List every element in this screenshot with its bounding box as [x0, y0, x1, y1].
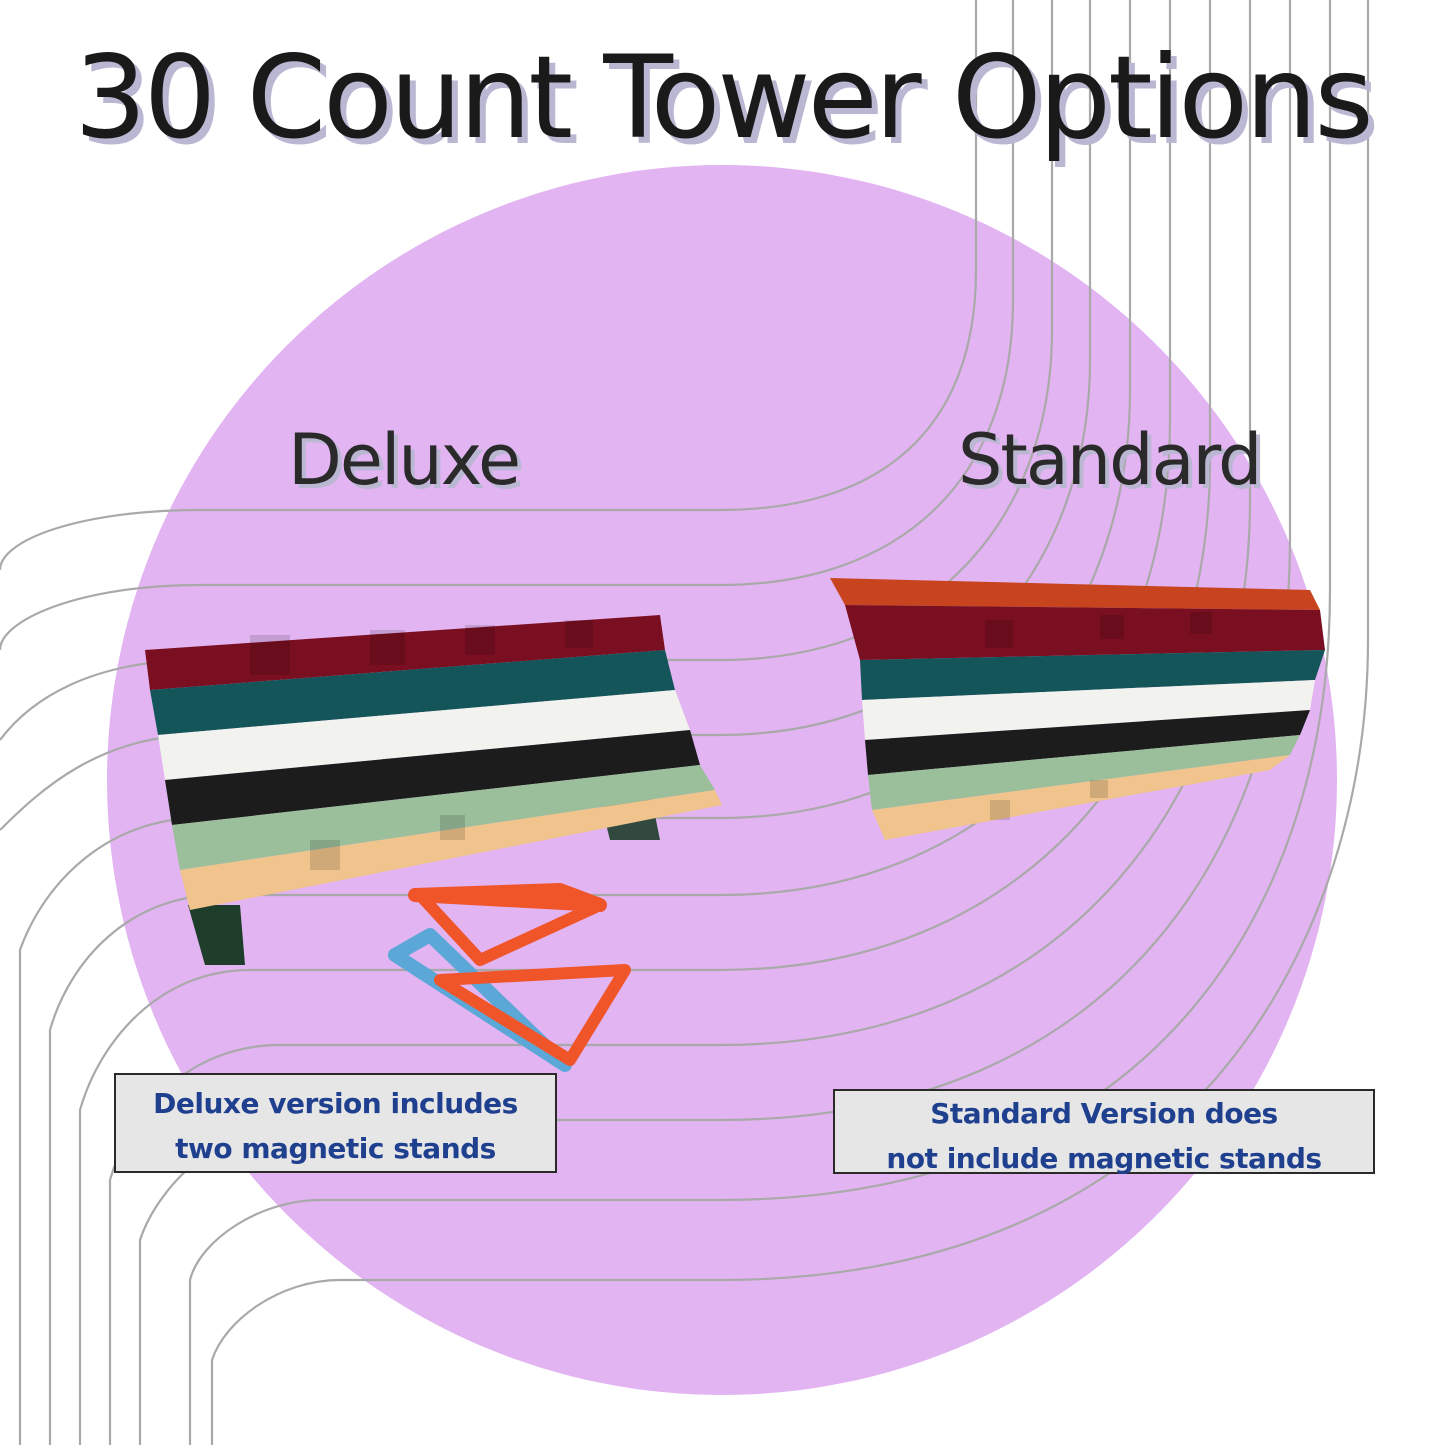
deluxe-note-box: Deluxe version includes two magnetic sta… — [114, 1073, 557, 1173]
standard-label: Standard — [958, 419, 1262, 501]
deluxe-note-line1: Deluxe version includes — [153, 1087, 518, 1120]
magnetic-stands-image — [388, 883, 631, 1072]
deluxe-label: Deluxe — [288, 419, 521, 501]
page-title: 30 Count Tower Options — [74, 31, 1373, 164]
deluxe-note-line2: two magnetic stands — [175, 1132, 496, 1165]
deluxe-tower-image — [145, 615, 722, 965]
standard-tower-image — [830, 578, 1325, 840]
standard-note-box: Standard Version does not include magnet… — [833, 1089, 1375, 1175]
standard-note-line1: Standard Version does — [930, 1097, 1278, 1130]
standard-note-line2: not include magnetic stands — [886, 1142, 1322, 1175]
